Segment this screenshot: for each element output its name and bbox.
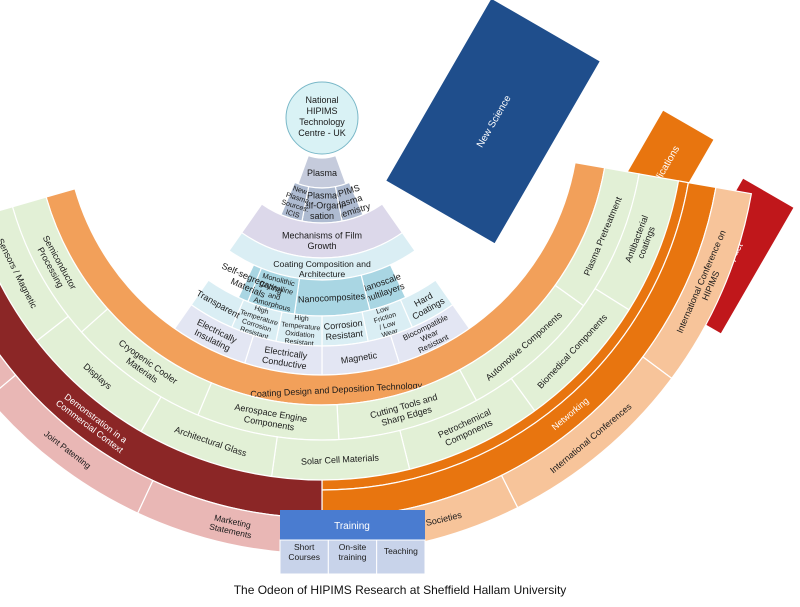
application-topics-2-label-4: Solar Cell Materials — [301, 453, 380, 467]
training-header — [280, 510, 425, 540]
training-cell-3 — [376, 539, 426, 575]
centre-circle — [285, 81, 359, 155]
property-topics-1-label-3: CorrosionResistant — [323, 318, 364, 342]
plasma-topics-label-3: NewPlasmaSources:ICIS — [278, 182, 315, 222]
commercial-cell-1 — [0, 354, 17, 389]
commercial-cell-3 — [136, 479, 323, 555]
plasma-label-1: Plasma — [307, 168, 337, 178]
property-topics-1-label-2: LowFriction/ LowWear — [371, 304, 402, 341]
legend-swatch — [386, 0, 600, 244]
diagram-caption: The Odeon of HIPIMS Research at Sheffiel… — [233, 583, 567, 597]
commercial-wedges — [0, 281, 323, 555]
training-cell-label-3: Teaching — [384, 546, 418, 556]
property-topics-1-label-4: HighTemperatureOxidationResistant — [279, 313, 321, 348]
training-cell-2 — [327, 539, 378, 575]
composition-topics-label-2: Nanocomposites — [298, 291, 366, 305]
commercial-cell-2 — [0, 374, 154, 514]
legend-block-1: New Science — [386, 0, 600, 244]
training-label: Training — [334, 521, 370, 532]
training-cell-1 — [279, 539, 329, 575]
